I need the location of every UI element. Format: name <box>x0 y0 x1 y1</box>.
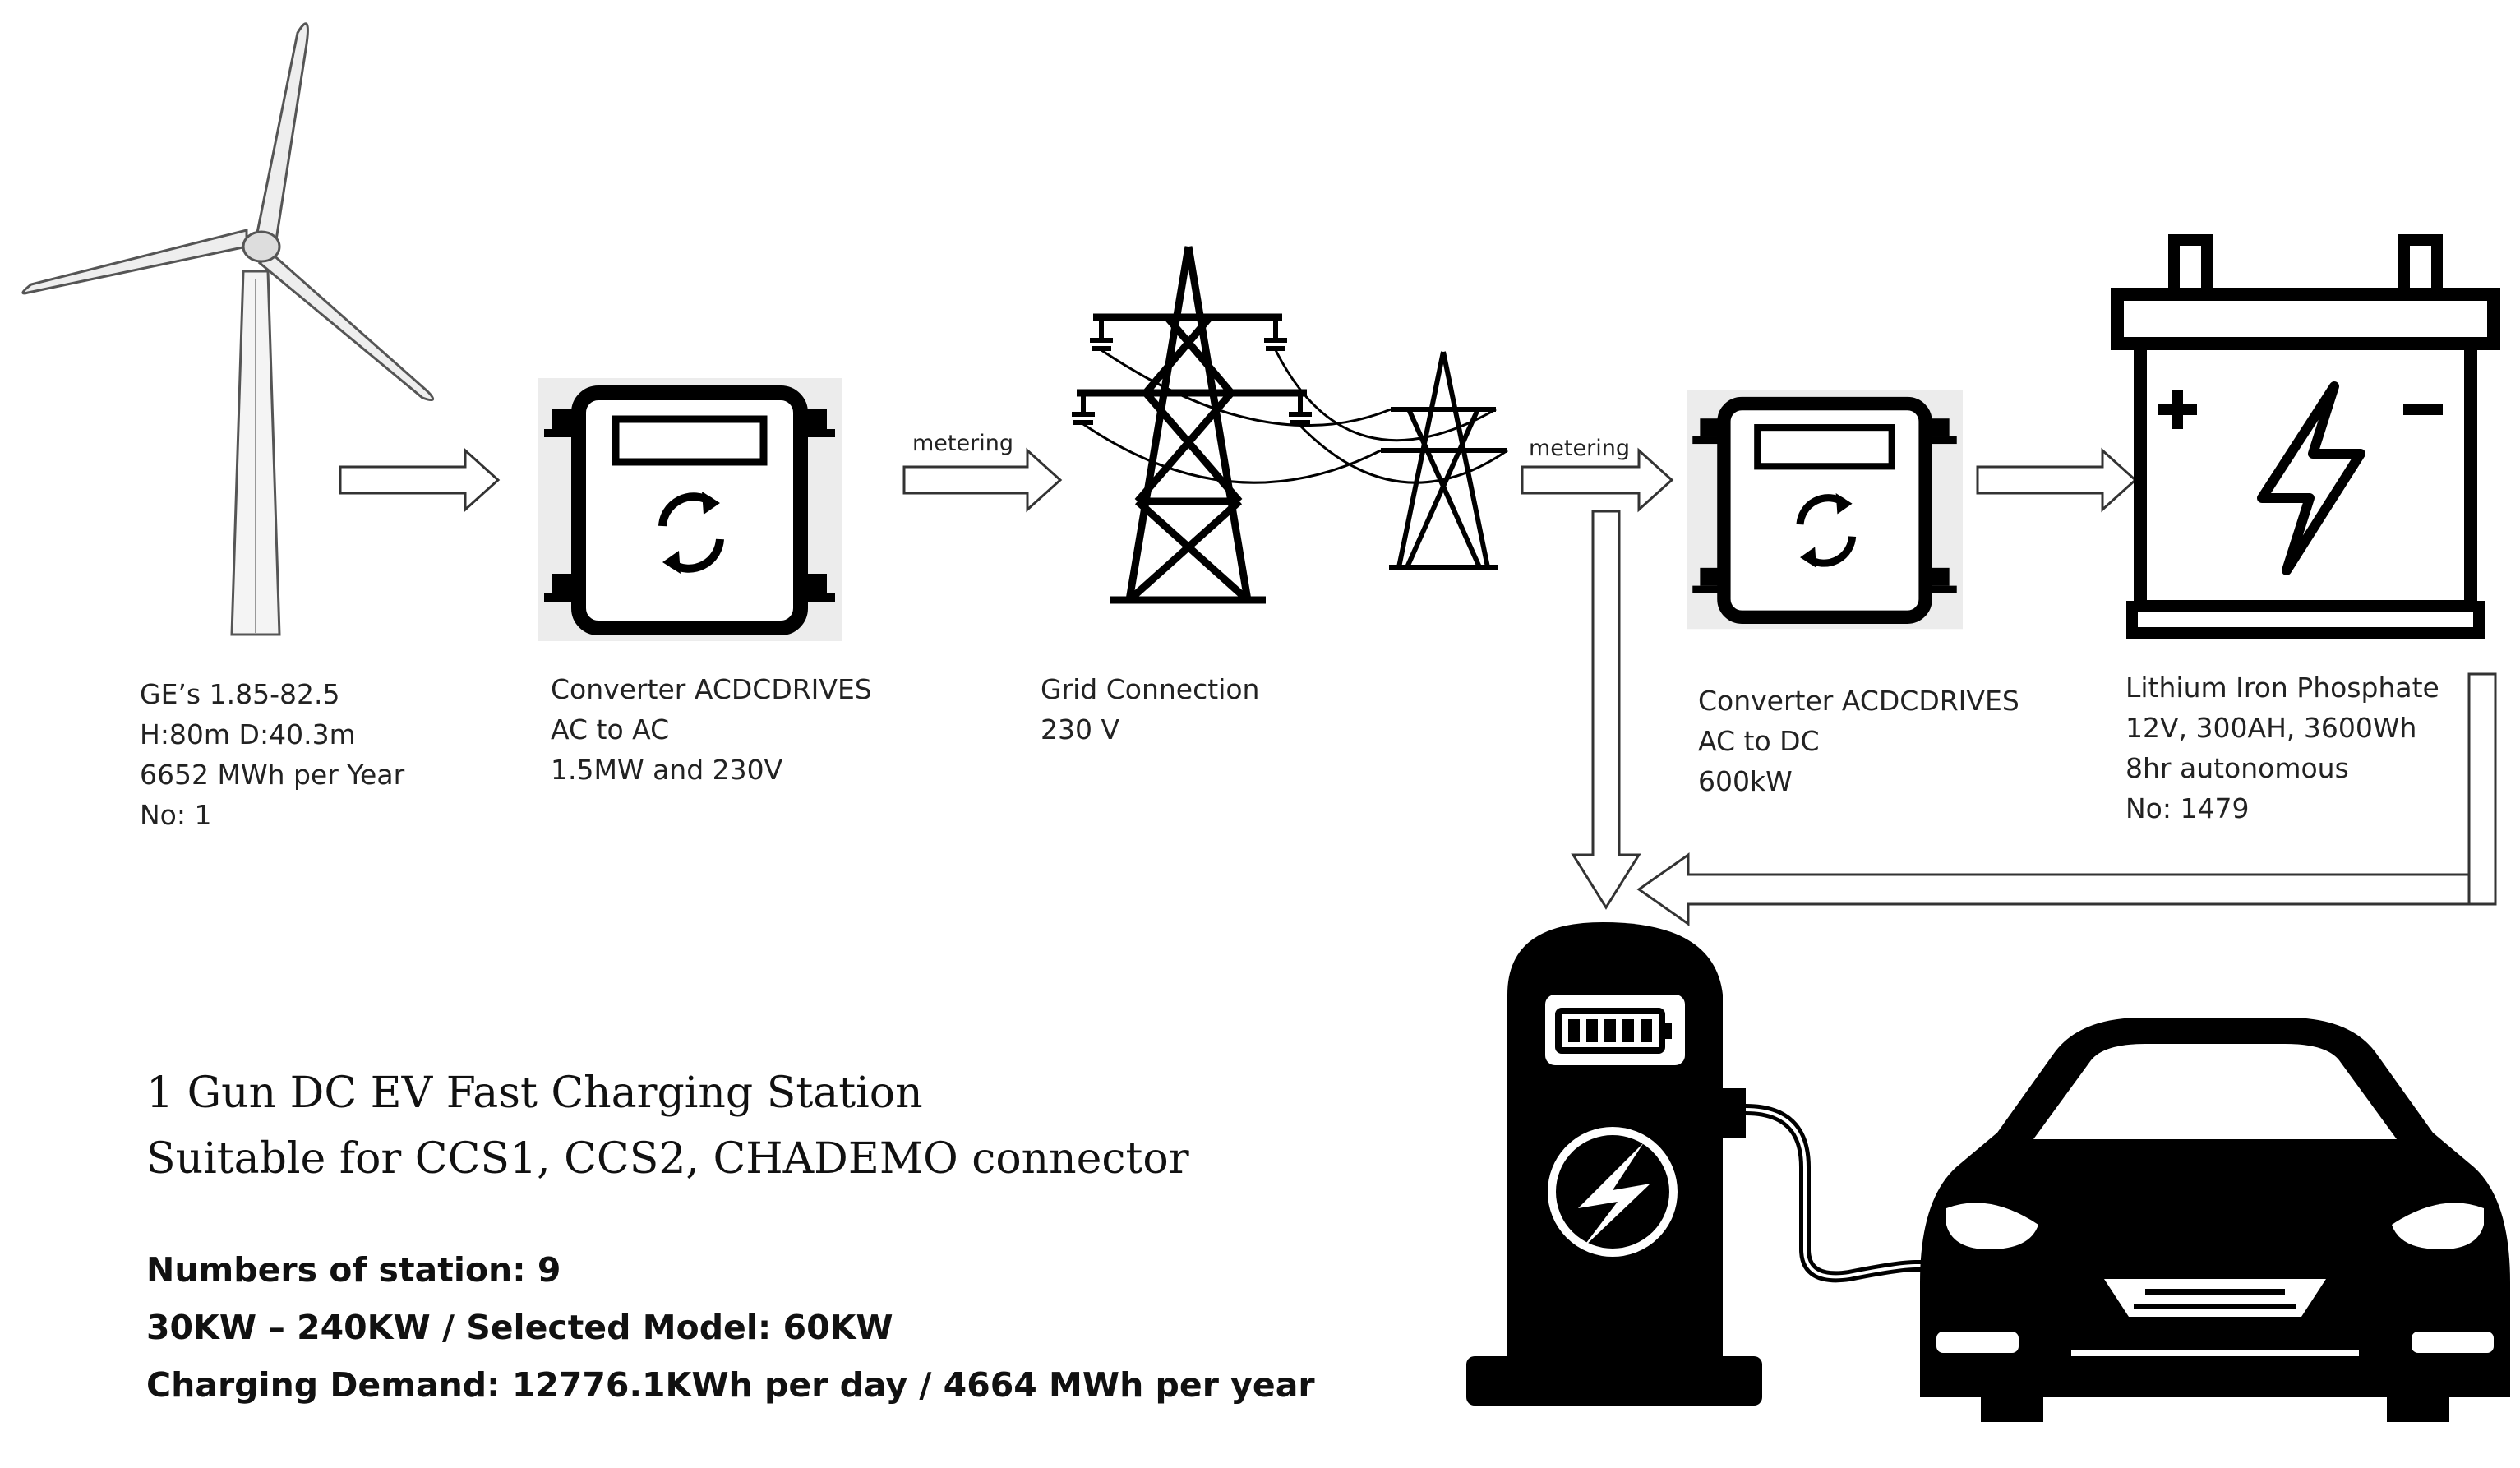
converter-ac-rating: 1.5MW and 230V <box>551 754 783 786</box>
converter-dc-mode: AC to DC <box>1698 725 1820 757</box>
turbine-model: GE’s 1.85-82.5 <box>140 678 340 710</box>
battery-label: Lithium Iron Phosphate 12V, 300AH, 3600W… <box>2125 667 2439 829</box>
turbine-label: GE’s 1.85-82.5 H:80m D:40.3m 6652 MWh pe… <box>140 674 404 835</box>
station-model: 30KW – 240KW / Selected Model: 60KW <box>146 1308 893 1347</box>
arrow-icon <box>1636 672 2497 926</box>
station-heading: 1 Gun DC EV Fast Charging Station Suitab… <box>146 1060 1189 1192</box>
arrow-icon <box>1571 510 1641 910</box>
charging-station-icon <box>1466 922 1956 1406</box>
converter-dc-label: Converter ACDCDRIVES AC to DC 600kW <box>1698 681 2019 801</box>
transmission-tower-icon <box>1072 246 1508 604</box>
battery-type: Lithium Iron Phosphate <box>2125 672 2439 704</box>
station-title: 1 Gun DC EV Fast Charging Station <box>146 1069 923 1118</box>
grid-name: Grid Connection <box>1041 673 1260 705</box>
car-icon <box>1920 1018 2510 1422</box>
station-count: Numbers of station: 9 <box>146 1250 561 1290</box>
metering-label-2: metering <box>1529 436 1630 461</box>
arrow-icon <box>339 447 501 513</box>
turbine-energy: 6652 MWh per Year <box>140 759 405 791</box>
converter-dc-name: Converter ACDCDRIVES <box>1698 685 2019 717</box>
converter-ac-mode: AC to AC <box>551 713 670 746</box>
station-subtitle: Suitable for CCS1, CCS2, CHADEMO connect… <box>146 1134 1189 1184</box>
converter-ac-icon <box>538 378 842 641</box>
turbine-count: No: 1 <box>140 799 212 831</box>
converter-dc-icon <box>1687 390 1963 630</box>
turbine-dims: H:80m D:40.3m <box>140 718 356 750</box>
arrow-icon <box>1976 447 2138 513</box>
converter-dc-rating: 600kW <box>1698 765 1793 797</box>
metering-label-1: metering <box>912 431 1013 456</box>
battery-icon <box>2111 234 2500 639</box>
station-specs: Numbers of station: 9 30KW – 240KW / Sel… <box>146 1241 1315 1414</box>
arrow-icon <box>1521 447 1674 513</box>
battery-autonomy: 8hr autonomous <box>2125 752 2349 784</box>
converter-ac-label: Converter ACDCDRIVES AC to AC 1.5MW and … <box>551 669 872 790</box>
station-demand: Charging Demand: 12776.1KWh per day / 46… <box>146 1365 1315 1405</box>
wind-turbine-icon <box>21 22 435 636</box>
battery-spec: 12V, 300AH, 3600Wh <box>2125 712 2417 744</box>
battery-count: No: 1479 <box>2125 792 2250 824</box>
grid-label: Grid Connection 230 V <box>1041 669 1259 750</box>
grid-voltage: 230 V <box>1041 713 1120 746</box>
converter-ac-name: Converter ACDCDRIVES <box>551 673 872 705</box>
arrow-icon <box>902 447 1063 513</box>
